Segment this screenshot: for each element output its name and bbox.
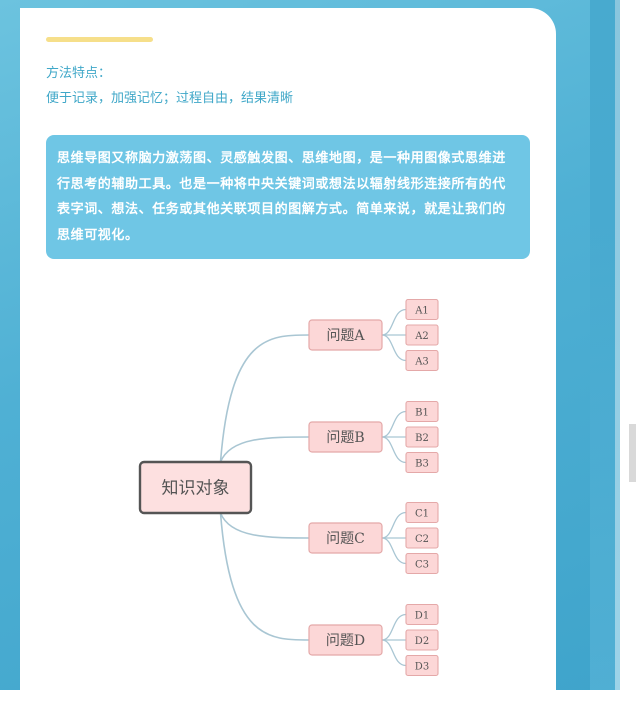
root-label: 知识对象	[162, 479, 230, 499]
branch-label: 问题A	[326, 328, 365, 344]
leaf-label: C3	[415, 560, 429, 571]
leaf-box	[405, 298, 439, 321]
leaf-box	[405, 324, 439, 346]
leaf-node[interactable]: B3	[405, 451, 439, 474]
leaf-node[interactable]: C1	[405, 501, 439, 524]
branch-node[interactable]: 问题D	[308, 624, 383, 656]
leaf-label: C2	[415, 534, 429, 545]
side-tab[interactable]	[629, 424, 636, 482]
leaf-node[interactable]: C2	[405, 527, 439, 549]
method-features: 便于记录，加强记忆；过程自由，结果清晰	[46, 91, 294, 106]
leaf-node[interactable]: D1	[405, 603, 439, 626]
branch-box	[308, 624, 383, 656]
leaf-node[interactable]: D2	[405, 629, 439, 651]
connector-leaf-A1	[381, 308, 407, 336]
connector-leaf-D3	[381, 639, 407, 667]
leaf-label: B1	[415, 408, 429, 419]
connector-root-问题D	[219, 512, 310, 641]
leaf-node[interactable]: A1	[405, 298, 439, 321]
branch-box	[308, 522, 383, 554]
leaf-box	[405, 400, 439, 423]
leaf-node[interactable]: C3	[405, 552, 439, 575]
leaf-label: A3	[414, 357, 429, 368]
leaf-node[interactable]: A2	[405, 324, 439, 346]
description-box: 思维导图又称脑力激荡图、灵感触发图、思维地图，是一种用图像式思维进行思考的辅助工…	[46, 135, 530, 259]
leaf-box	[405, 629, 439, 651]
leaf-box	[405, 426, 439, 448]
leaf-box	[405, 552, 439, 575]
leaf-label: B3	[415, 459, 429, 470]
leaf-box	[405, 527, 439, 549]
leaf-node[interactable]: A3	[405, 349, 439, 372]
connector-leaf-C3	[381, 537, 407, 565]
leaf-label: D3	[415, 662, 429, 673]
connector-root-问题C	[219, 512, 310, 539]
leaf-label: D1	[415, 611, 429, 622]
leaf-label: C1	[415, 509, 429, 520]
connector-root-问题A	[219, 334, 310, 463]
branch-label: 问题C	[326, 531, 365, 547]
root-node[interactable]: 知识对象	[138, 460, 253, 515]
connector-leaf-B3	[381, 436, 407, 464]
content-card: 方法特点： 便于记录，加强记忆；过程自由，结果清晰 思维导图又称脑力激荡图、灵感…	[20, 8, 556, 708]
leaf-box	[405, 349, 439, 372]
connector-lines	[219, 308, 407, 667]
branch-label: 问题B	[326, 430, 364, 446]
leaf-label: A1	[414, 306, 429, 317]
accent-bar	[46, 37, 153, 42]
leaf-label: B2	[415, 433, 429, 444]
leaf-node[interactable]: B1	[405, 400, 439, 423]
connector-root-问题B	[219, 436, 310, 463]
connector-leaf-D1	[381, 613, 407, 641]
connector-leaf-B1	[381, 410, 407, 438]
branch-label: 问题D	[326, 633, 365, 649]
branch-node[interactable]: 问题A	[308, 319, 383, 351]
leaf-box	[405, 654, 439, 677]
branch-box	[308, 319, 383, 351]
leaf-box	[405, 603, 439, 626]
branch-box	[308, 421, 383, 453]
leaf-label: D2	[415, 636, 429, 647]
branch-node[interactable]: 问题C	[308, 522, 383, 554]
method-heading: 方法特点：	[46, 66, 112, 81]
leaf-box	[405, 501, 439, 524]
branch-node[interactable]: 问题B	[308, 421, 383, 453]
connector-leaf-C1	[381, 511, 407, 539]
root-box	[138, 460, 253, 515]
connector-leaf-A3	[381, 334, 407, 362]
leaf-box	[405, 451, 439, 474]
leaf-node[interactable]: D3	[405, 654, 439, 677]
leaf-label: A2	[414, 331, 429, 342]
background-stripe	[590, 0, 620, 690]
leaf-node[interactable]: B2	[405, 426, 439, 448]
